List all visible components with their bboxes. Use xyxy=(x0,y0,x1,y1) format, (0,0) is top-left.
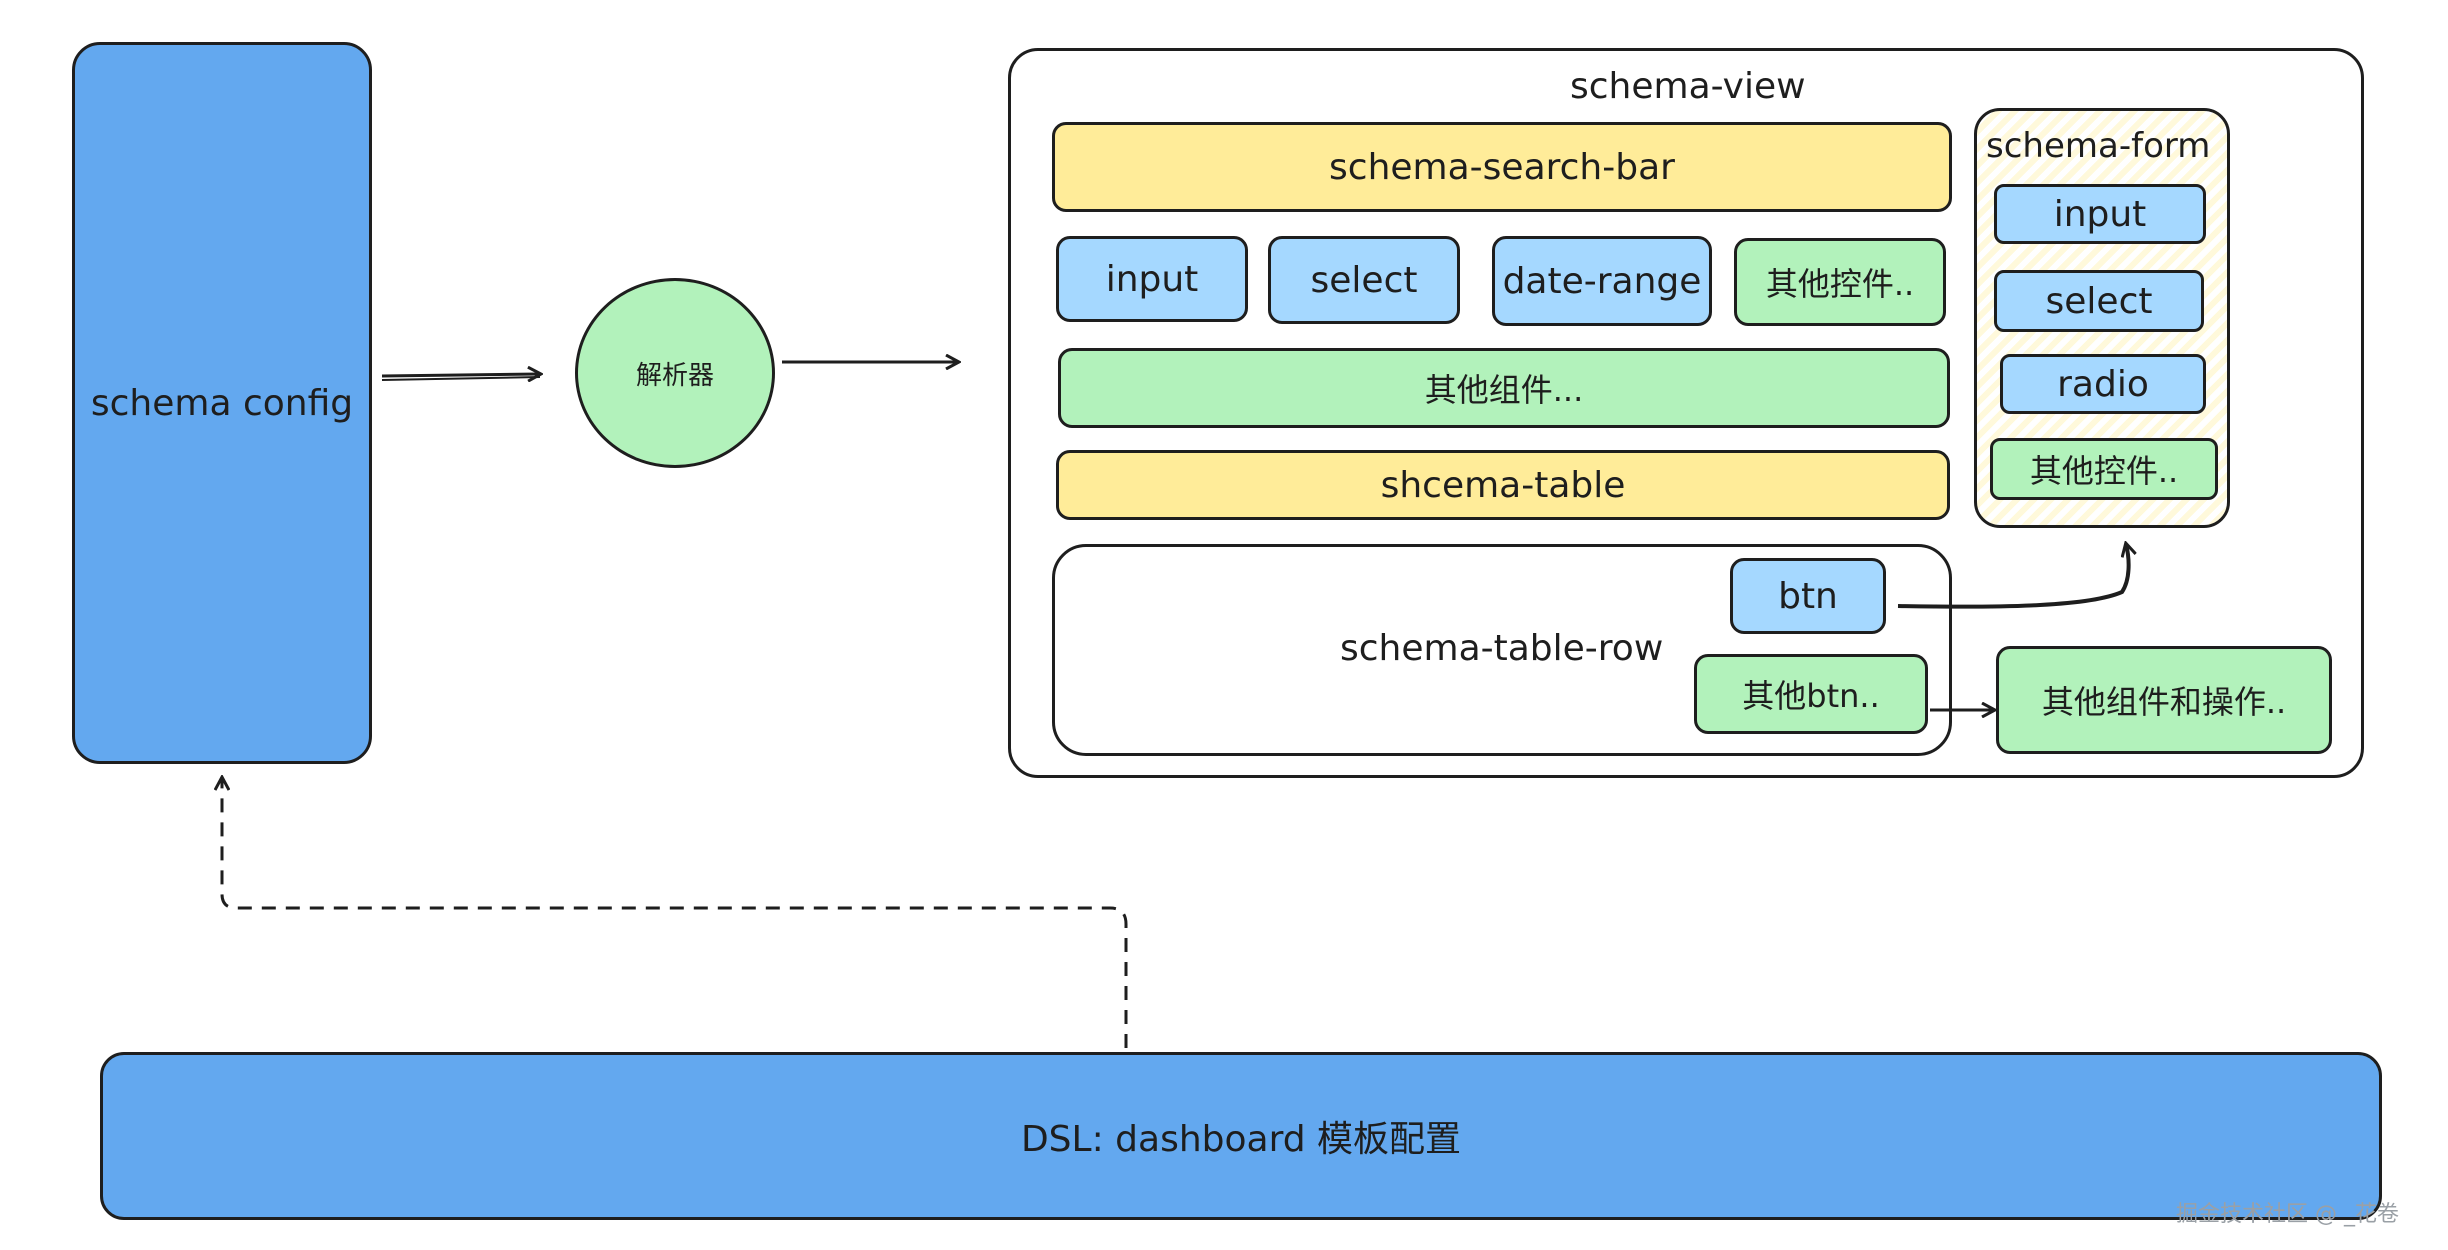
watermark: 掘金技术社区 @ _花卷 xyxy=(2176,1202,2399,1227)
form-radio: radio xyxy=(2000,354,2206,414)
control-input-label: input xyxy=(1105,258,1199,300)
other-components-bar: 其他组件... xyxy=(1058,348,1950,428)
arrow-config-to-parser xyxy=(381,374,540,376)
control-date-range-label: date-range xyxy=(1502,260,1702,302)
schema-table-label: shcema-table xyxy=(1380,464,1626,506)
schema-table-row-label: schema-table-row xyxy=(1340,628,1664,669)
parser-node: 解析器 xyxy=(575,278,775,468)
arrow-dsl-to-config xyxy=(222,778,1128,1048)
form-select-label: select xyxy=(2045,280,2153,322)
parser-label: 解析器 xyxy=(635,360,714,391)
other-btn-box: 其他btn.. xyxy=(1694,654,1928,734)
form-input-label: input xyxy=(2053,193,2147,235)
control-other: 其他控件.. xyxy=(1734,238,1946,326)
control-select-label: select xyxy=(1310,259,1418,301)
form-select: select xyxy=(1994,270,2204,332)
schema-search-bar: schema-search-bar xyxy=(1052,122,1952,212)
other-components-ops-label: 其他组件和操作.. xyxy=(2041,683,2287,721)
other-btn-label: 其他btn.. xyxy=(1742,677,1880,715)
form-input: input xyxy=(1994,184,2206,244)
control-input: input xyxy=(1056,236,1248,322)
other-components-ops-box: 其他组件和操作.. xyxy=(1996,646,2332,754)
dsl-bar: DSL: dashboard 模板配置 xyxy=(100,1052,2382,1220)
form-radio-label: radio xyxy=(2057,363,2149,405)
control-select: select xyxy=(1268,236,1460,324)
form-other-label: 其他控件.. xyxy=(2029,452,2179,490)
schema-config-box: schema config xyxy=(72,42,372,764)
schema-search-bar-label: schema-search-bar xyxy=(1329,146,1675,188)
control-other-label: 其他控件.. xyxy=(1765,265,1915,303)
other-components-label: 其他组件... xyxy=(1424,371,1584,409)
form-other: 其他控件.. xyxy=(1990,438,2218,500)
btn-label: btn xyxy=(1778,575,1838,617)
schema-table-bar: shcema-table xyxy=(1056,450,1950,520)
btn-box: btn xyxy=(1730,558,1886,634)
dsl-label: DSL: dashboard 模板配置 xyxy=(1020,1119,1462,1160)
control-date-range: date-range xyxy=(1492,236,1712,326)
schema-view-title: schema-view xyxy=(1570,66,1806,107)
schema-config-label: schema config xyxy=(90,382,354,424)
schema-form-title: schema-form xyxy=(1986,126,2211,166)
